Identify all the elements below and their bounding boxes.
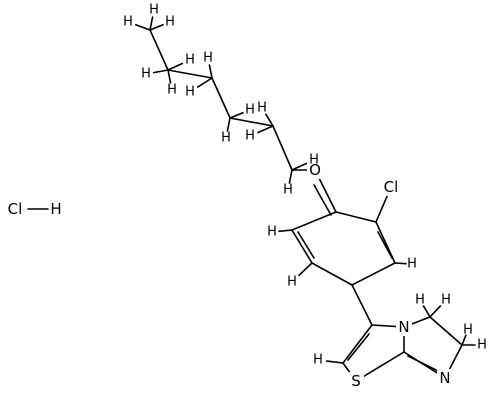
hydrogen-label: H: [407, 257, 417, 272]
bond-line: [211, 77, 231, 119]
sulfur-label: S: [351, 372, 361, 390]
hydrogen-label: H: [123, 15, 133, 30]
bond-line: [313, 184, 332, 216]
bond-line: [291, 211, 337, 231]
hydrogen-bond-line: [422, 305, 431, 318]
hydrogen-label: H: [257, 101, 267, 116]
bridge-nitrogen-label: N: [398, 318, 409, 336]
hcl-salt: Cl H: [8, 200, 62, 218]
bond-line: [351, 262, 396, 286]
hydrogen-label: H: [221, 131, 231, 146]
hydrogen-bond-line: [167, 62, 184, 71]
hydrogen-bond-line: [149, 23, 164, 31]
hydrogen-bond-line: [461, 334, 467, 346]
bond-layer: [149, 29, 463, 382]
hydrogen-bond-line: [325, 360, 344, 364]
hydrogen-label: H: [149, 3, 159, 18]
hydrogen-label: H: [185, 53, 195, 68]
hydrogen-label: H: [203, 51, 213, 66]
hydrogen-bond-line: [134, 23, 151, 31]
hydrogen-bond-line: [208, 64, 213, 79]
hydrogen-label: H: [141, 67, 151, 82]
hydrogen-bond-line: [167, 69, 172, 84]
hydrogen-label: H: [267, 225, 277, 240]
hydrogen-label: H: [283, 183, 293, 198]
imine-nitrogen-label: N: [439, 369, 450, 387]
bond-line: [377, 231, 393, 259]
bond-line: [272, 125, 293, 171]
hydrogen-bond-line: [257, 125, 274, 134]
bond-line: [311, 262, 353, 286]
bond-line: [347, 333, 370, 361]
hydrogen-bond-line: [196, 77, 213, 88]
hydrogen-bond-line: [394, 262, 407, 265]
hydrogen-bond-line: [291, 162, 308, 171]
ring-chlorine-label: Cl: [384, 178, 399, 196]
hydrogen-bond-line: [229, 112, 244, 119]
hydrogen-label: H: [165, 15, 175, 30]
hydrogen-label: H: [245, 103, 255, 118]
bond-line: [429, 316, 463, 346]
hydrogen-label: H: [185, 85, 195, 100]
bond-line: [167, 69, 213, 79]
hydrogen-bond-line: [265, 113, 274, 127]
hydrogen-bond-line: [226, 117, 231, 132]
hydrogen-label: H: [245, 129, 255, 144]
salt-chlorine-label: Cl: [8, 200, 23, 218]
bond-line: [291, 229, 313, 264]
hydrogen-bond-line: [298, 262, 313, 277]
bond-line: [335, 211, 377, 223]
bond-line: [407, 355, 441, 373]
bond-line: [229, 117, 274, 127]
heteroatom-labels: O Cl N N S: [307, 161, 453, 390]
bond-line: [342, 324, 373, 364]
bond-line: [149, 29, 169, 71]
bond-line: [297, 231, 315, 259]
hydrogen-label: H: [441, 293, 451, 308]
bond-line: [351, 284, 373, 326]
hydrogen-label: H: [313, 353, 323, 368]
hydrogen-label: H: [477, 338, 487, 353]
oxygen-label: O: [309, 161, 321, 179]
hydrogen-bond-line: [278, 229, 293, 233]
hydrogen-label: H: [309, 153, 319, 168]
hydrogen-label: H: [287, 275, 297, 290]
hydrogen-label: H: [167, 83, 177, 98]
hydrogen-label: H: [463, 323, 473, 338]
hydrogen-label: H: [415, 293, 425, 308]
hydrogen-bond-line: [288, 169, 293, 184]
hydrogen-bond-line: [429, 305, 442, 318]
salt-hydrogen-label: H: [50, 200, 61, 218]
hydrogen-bond-line: [149, 16, 154, 31]
hydrogen-bond-line: [152, 69, 169, 74]
